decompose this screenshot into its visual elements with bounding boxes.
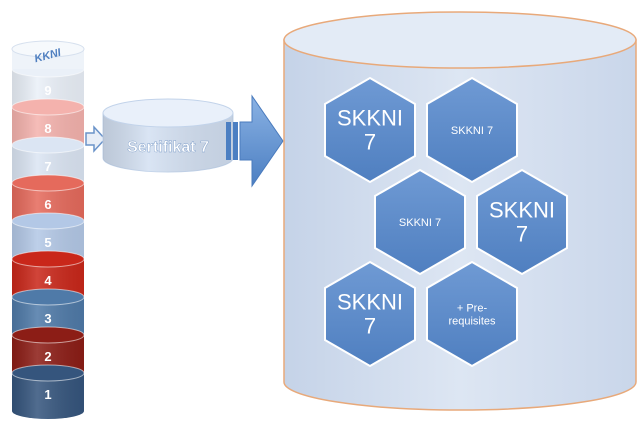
hexagon-label: 7 (364, 130, 376, 155)
kkni-level-stack: 9 8 7 6 5 4 3 2 1 KKNI (11, 40, 85, 419)
kkni-level-label: 7 (44, 159, 51, 174)
kkni-level-label: 4 (44, 273, 52, 288)
hexagon-label: requisites (448, 315, 496, 327)
level-to-certificate-arrow (85, 125, 107, 153)
kkni-level-label: 2 (44, 349, 51, 364)
skkni-hexagon: + Pre-requisites (426, 260, 518, 368)
certificate-cylinder: Sertifikat 7 (102, 98, 234, 173)
certificate-to-repository-arrow (226, 94, 284, 188)
kkni-level-label: 8 (44, 121, 51, 136)
hexagon-label: SKKNI 7 (451, 125, 493, 137)
hexagon-label: 7 (516, 222, 528, 247)
hexagon-label: SKKNI 7 (399, 217, 441, 229)
kkni-level-label: 6 (44, 197, 51, 212)
skkni-hexagon: SKKNI 7 (374, 168, 466, 276)
kkni-level-label: 1 (44, 387, 51, 402)
hexagon-label: SKKNI (337, 290, 403, 315)
kkni-level-label: 3 (44, 311, 51, 326)
kkni-level-label: 5 (44, 235, 51, 250)
kkni-level-label: 9 (44, 83, 51, 98)
hexagon-label: SKKNI (489, 198, 555, 223)
certificate-label: Sertifikat 7 (127, 139, 209, 156)
hexagon-label: + Pre- (457, 302, 488, 314)
skkni-hexagon: SKKNI 7 (426, 76, 518, 184)
hexagon-label: SKKNI (337, 106, 403, 131)
kkni-stack-top: KKNI (11, 40, 85, 69)
hexagon-label: 7 (364, 314, 376, 339)
kkni-level-1: 1 (11, 364, 85, 419)
